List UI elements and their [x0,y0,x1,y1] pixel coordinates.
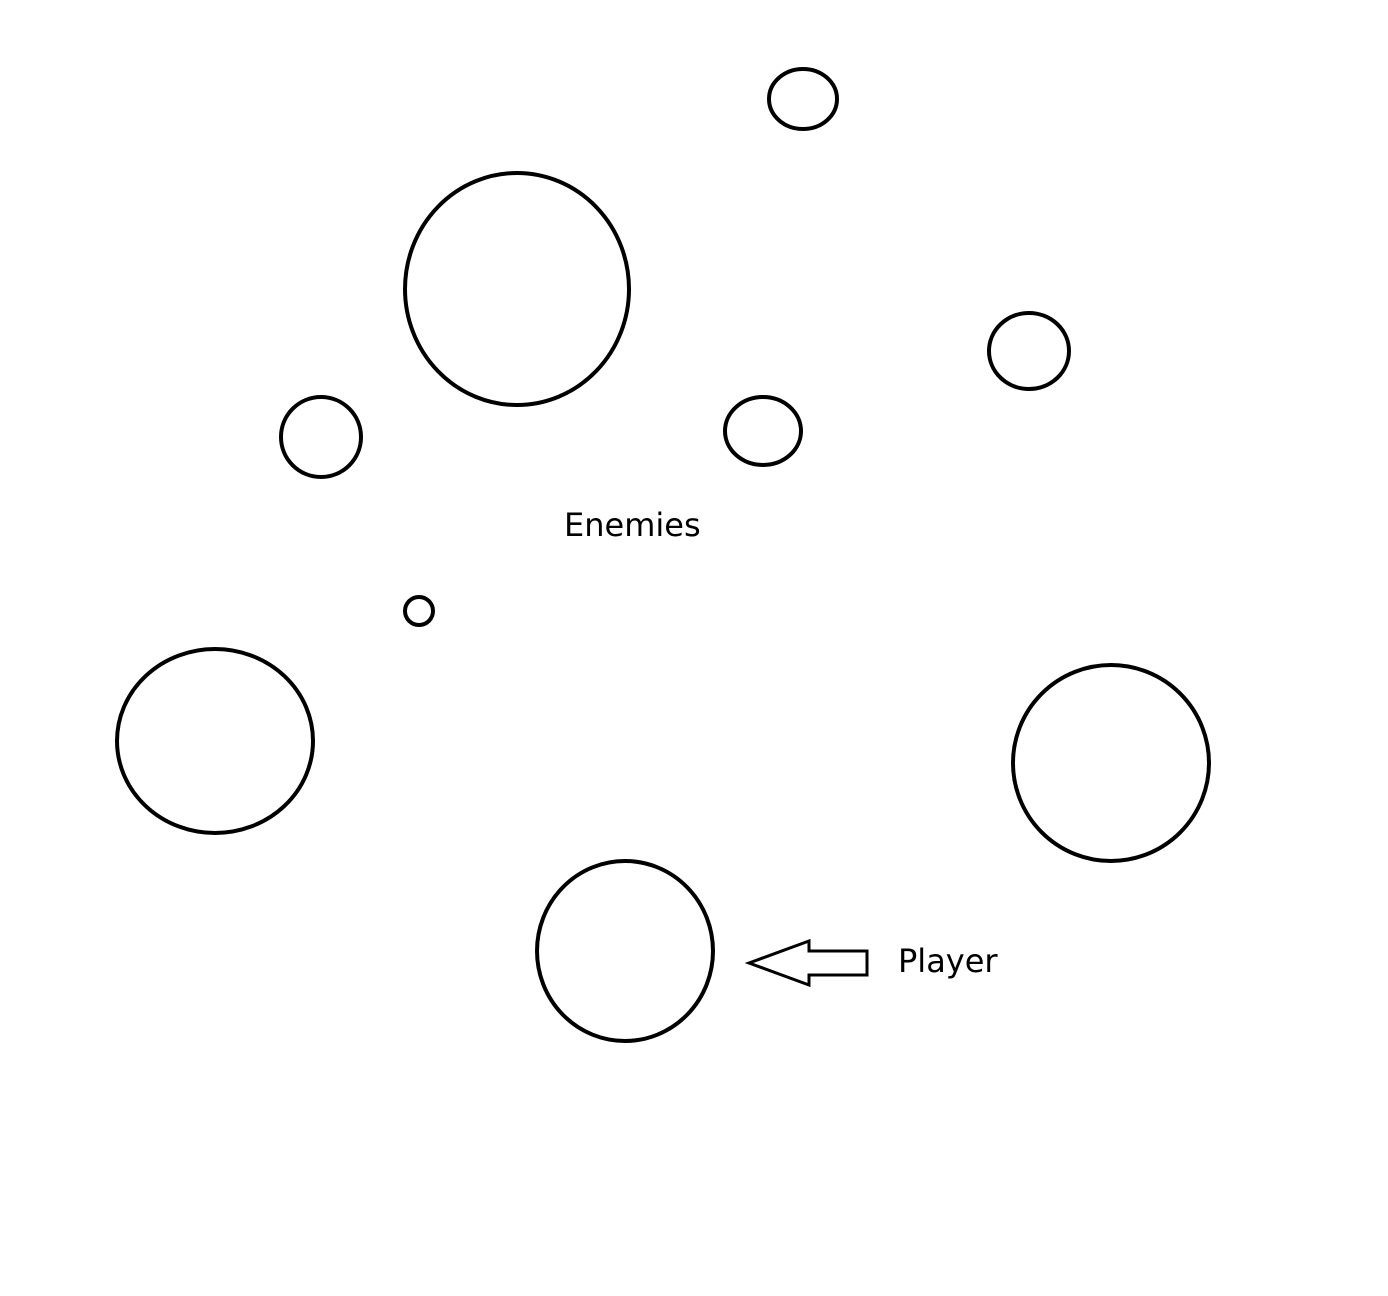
enemy-circle [767,67,839,131]
enemy-circle [403,595,435,627]
player-label: Player [898,942,998,980]
enemy-circle [1011,663,1211,863]
enemies-label: Enemies [564,506,701,544]
player-circle [535,859,715,1043]
enemy-circle [987,311,1071,391]
enemy-circle [115,647,315,835]
enemy-circle [403,171,631,407]
enemy-circle [279,395,363,479]
enemy-circle [723,395,803,467]
arrow-left-icon [744,938,869,988]
